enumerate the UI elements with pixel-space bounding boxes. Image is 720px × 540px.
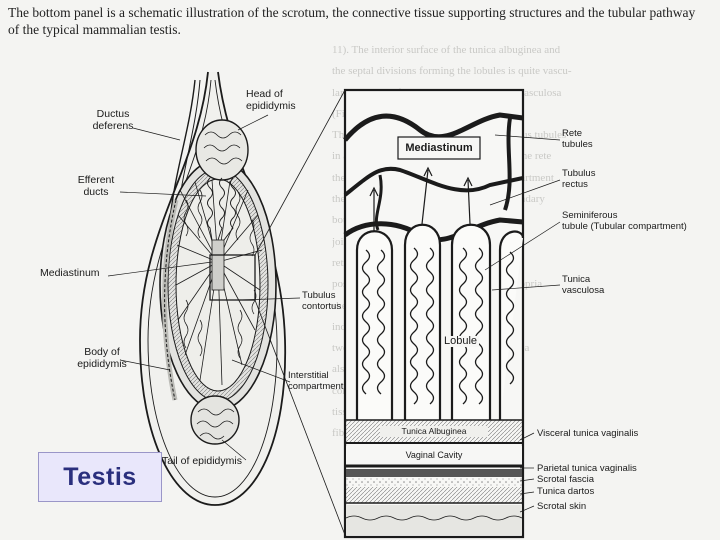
- label-tail-of-epididymis: Tail of epididymis: [162, 456, 242, 467]
- label-body-of-epididymis: Body of epididymis: [76, 346, 128, 370]
- testis-title: Testis: [63, 463, 136, 492]
- label-tunica-vasculosa: Tunica vasculosa: [562, 274, 604, 296]
- label-tunica-dartos: Tunica dartos: [537, 486, 594, 497]
- label-rete-tubules: Rete tubules: [562, 128, 593, 150]
- label-seminiferous-tubule: Seminiferous tubule (Tubular compartment…: [562, 210, 687, 232]
- label-mediastinum-panel: Mediastinum: [400, 143, 478, 154]
- label-mediastinum-left: Mediastinum: [40, 268, 100, 279]
- scrotal-fascia-layer: [346, 477, 522, 487]
- label-visceral-tunica-vaginalis: Visceral tunica vaginalis: [537, 428, 638, 439]
- label-tubulus-rectus: Tubulus rectus: [562, 168, 595, 190]
- mediastinum-small: [212, 240, 224, 290]
- label-scrotal-skin: Scrotal skin: [537, 501, 586, 512]
- tail-of-epididymis: [191, 396, 239, 444]
- label-efferent-ducts: Efferent ducts: [70, 174, 122, 198]
- label-lobule: Lobule: [442, 336, 479, 347]
- label-head-of-epididymis: Head of epididymis: [246, 88, 296, 112]
- label-tubulus-contortus: Tubulus contortus: [302, 290, 341, 312]
- label-tunica-albuginea: Tunica Albuginea: [380, 426, 488, 437]
- label-scrotal-fascia: Scrotal fascia: [537, 474, 594, 485]
- tunica-dartos-layer: [346, 487, 522, 503]
- label-ductus-deferens: Ductus deferens: [88, 108, 138, 132]
- testis-title-box: Testis: [38, 452, 162, 502]
- label-interstitial-compartment: Interstitial compartment: [288, 370, 343, 392]
- magnified-panel: [345, 90, 560, 537]
- label-vaginal-cavity: Vaginal Cavity: [380, 450, 488, 461]
- label-parietal-tunica-vaginalis: Parietal tunica vaginalis: [537, 463, 637, 474]
